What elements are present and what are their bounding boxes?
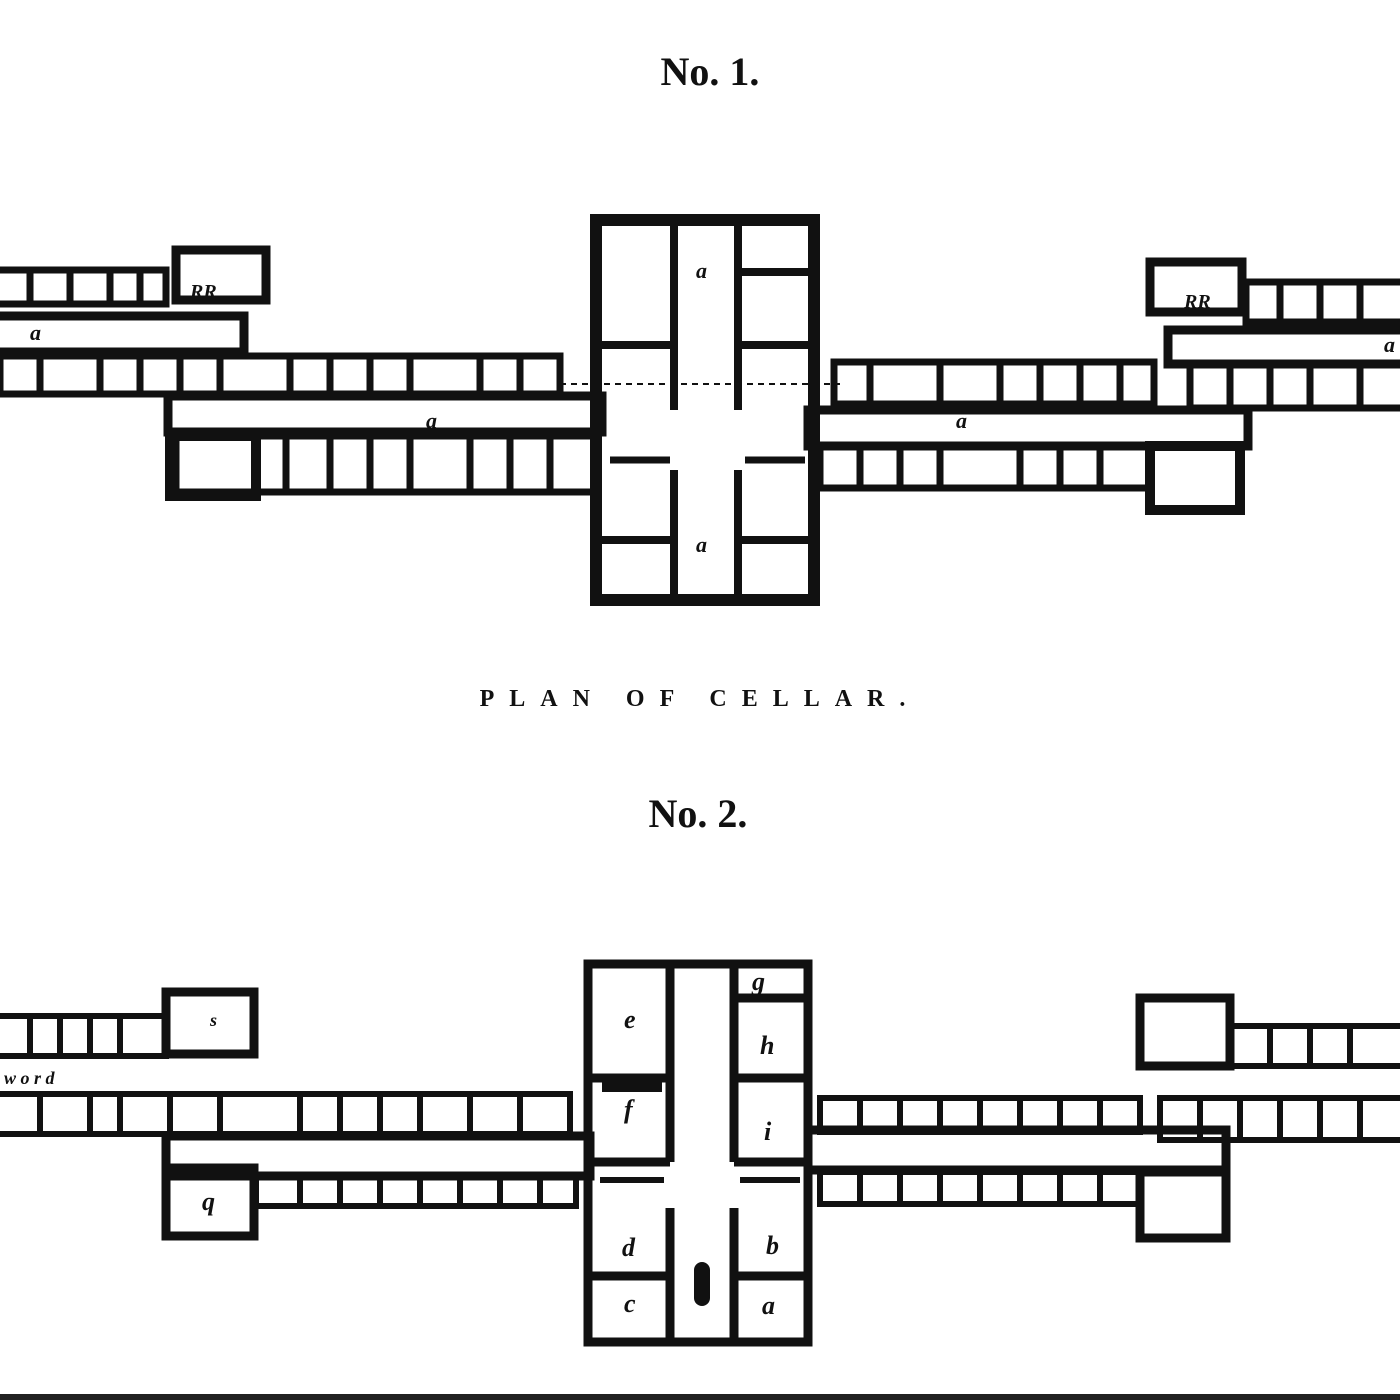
ground-partitions [27,1016,1363,1206]
cellar-room-labels: a a a a a a RR RR [30,258,1395,557]
room-label-e: e [624,1005,636,1034]
plan-1-title: No. 1. [660,49,760,94]
right-stair-block [1135,993,1235,1071]
room-label-word: w o r d [4,1068,56,1088]
room-label-rr: RR [1183,291,1211,313]
room-label-a: a [696,532,707,557]
room-label-rr: RR [189,281,217,303]
room-label-a: a [696,258,707,283]
plan-caption: PLAN OF CELLAR. [479,686,921,712]
ground-room-labels: e g h f i d b c a q s w o r d [4,967,779,1320]
right-end-pavilion [1145,441,1245,515]
left-rear-corridor [0,311,249,357]
room-label-h: h [760,1031,774,1060]
left-wing-front-corridor [163,391,607,437]
room-label-a: a [30,320,41,345]
bottom-rule [0,1394,1400,1400]
left-end-pavilion [165,431,261,501]
right-rear-corridor [1163,325,1400,369]
room-label-c: c [624,1289,636,1318]
room-label-g: g [751,967,765,996]
room-label-s: s [209,1010,217,1030]
room-label-d: d [622,1233,636,1262]
room-label-i: i [764,1117,772,1146]
right-stair-block [1145,257,1247,317]
room-label-a: a [956,408,967,433]
right-wing-corridor [803,1125,1231,1175]
room-label-q: q [202,1187,215,1216]
room-label-a: a [1384,332,1395,357]
cellar-cell-rows [0,266,1400,496]
plan-2-title: No. 2. [648,791,748,836]
room-label-f: f [624,1095,635,1124]
room-label-a: a [426,408,437,433]
cellar-plan: a a a a a a RR RR [0,214,1400,606]
left-stair-block [171,245,271,305]
stair-well [602,1080,662,1092]
right-end-pavilion [1135,1167,1231,1243]
cellar-partitions [26,270,1364,492]
room-label-a: a [762,1291,775,1320]
room-label-b: b [766,1231,779,1260]
ground-floor-plan: e g h f i d b c a q s w o r d [0,959,1400,1347]
right-wing-front-corridor [803,405,1253,451]
entrance-vestibule [694,1262,710,1306]
